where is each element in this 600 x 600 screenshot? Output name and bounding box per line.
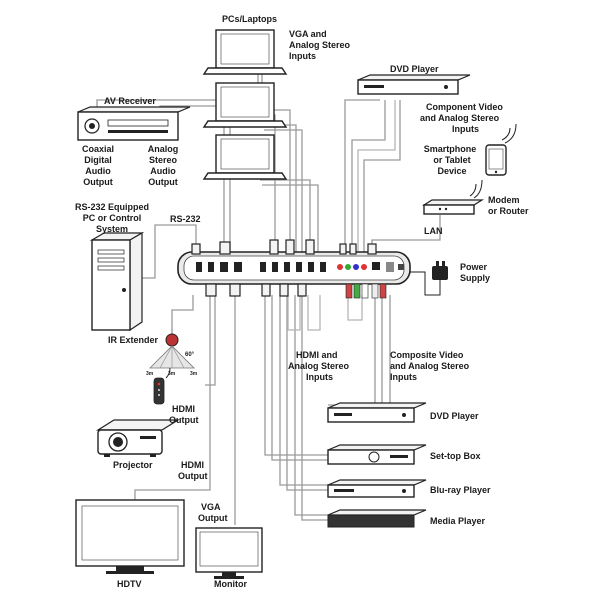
av-receiver [77,106,191,141]
pc-tower [89,231,145,332]
label-lan: LAN [424,226,443,236]
label-coax-2: Digital [84,155,112,165]
label-vga-analog-inputs-1: VGA and [289,29,327,39]
label-av-receiver: AV Receiver [104,96,156,106]
label-bluray-player: Blu-ray Player [430,485,491,495]
label-smartphone-2: or Tablet [433,155,470,165]
projector [95,419,181,457]
label-component-1: Component Video [426,102,503,112]
dvd-player-top [357,74,471,95]
label-analog-out-2: Stereo [149,155,178,165]
label-composite-3: Inputs [390,372,417,382]
label-vga-out-2: Output [198,513,228,523]
modem-router [421,179,485,215]
laptop-3 [202,134,288,180]
label-coax-1: Coaxial [82,144,114,154]
label-modem-1: Modem [488,195,520,205]
label-component-2: and Analog Stereo [420,113,500,123]
label-component-3: Inputs [452,124,479,134]
labels: PCs/Laptops VGA and Analog Stereo Inputs… [75,14,529,589]
label-hdmi-out-1b: Output [169,415,199,425]
label-composite-1: Composite Video [390,350,464,360]
label-analog-out-4: Output [148,177,178,187]
label-dvd-player-top: DVD Player [390,64,439,74]
monitor [195,527,263,579]
label-vga-out-1: VGA [201,502,221,512]
label-rs232-pc-1: RS-232 Equipped [75,202,149,212]
label-power-1: Power [460,262,488,272]
switcher-unit [177,239,411,299]
label-hdmi-analog-3: Inputs [306,372,333,382]
label-modem-2: or Router [488,206,529,216]
label-coax-3: Audio [85,166,111,176]
ir-extender [149,333,195,369]
label-monitor: Monitor [214,579,247,589]
label-angle: 60° [185,352,195,358]
label-media-player: Media Player [430,516,486,526]
label-coax-4: Output [83,177,113,187]
label-smartphone-1: Smartphone [424,144,477,154]
hdtv [75,499,185,574]
label-smartphone-3: Device [437,166,466,176]
label-range-center: 3m [168,371,176,377]
bluray-player [327,479,427,498]
label-settop-box: Set-top Box [430,451,481,461]
switcher-plugs-top [191,239,377,255]
label-hdmi-out-2b: Output [178,471,208,481]
power-supply [432,261,448,280]
label-power-2: Supply [460,273,490,283]
label-rs232-pc-2: PC or Control [83,213,142,223]
dvd-player-bottom [327,402,427,423]
media-player [327,509,427,528]
label-hdmi-out-1a: HDMI [172,404,195,414]
laptop-2 [202,82,288,128]
switcher-plugs-bottom [205,283,387,299]
laptop-1 [202,29,288,75]
switcher-ports [196,262,404,272]
label-pcs-laptops: PCs/Laptops [222,14,277,24]
settop-box [327,444,427,465]
label-rs232: RS-232 [170,214,201,224]
label-hdmi-out-2a: HDMI [181,460,204,470]
label-projector: Projector [113,460,153,470]
label-composite-2: and Analog Stereo [390,361,470,371]
label-analog-out-1: Analog [148,144,179,154]
label-rs232-pc-3: System [96,224,128,234]
label-vga-analog-inputs-3: Inputs [289,51,316,61]
label-hdtv: HDTV [117,579,142,589]
label-vga-analog-inputs-2: Analog Stereo [289,40,351,50]
label-range-left: 3m [146,371,154,377]
smartphone-device [485,123,517,176]
label-hdmi-analog-1: HDMI and [296,350,338,360]
label-ir-extender: IR Extender [108,335,159,345]
label-analog-out-3: Audio [150,166,176,176]
label-range-right: 3m [190,371,198,377]
label-hdmi-analog-2: Analog Stereo [288,361,350,371]
ir-remote [153,367,171,405]
label-dvd-player-bottom: DVD Player [430,411,479,421]
